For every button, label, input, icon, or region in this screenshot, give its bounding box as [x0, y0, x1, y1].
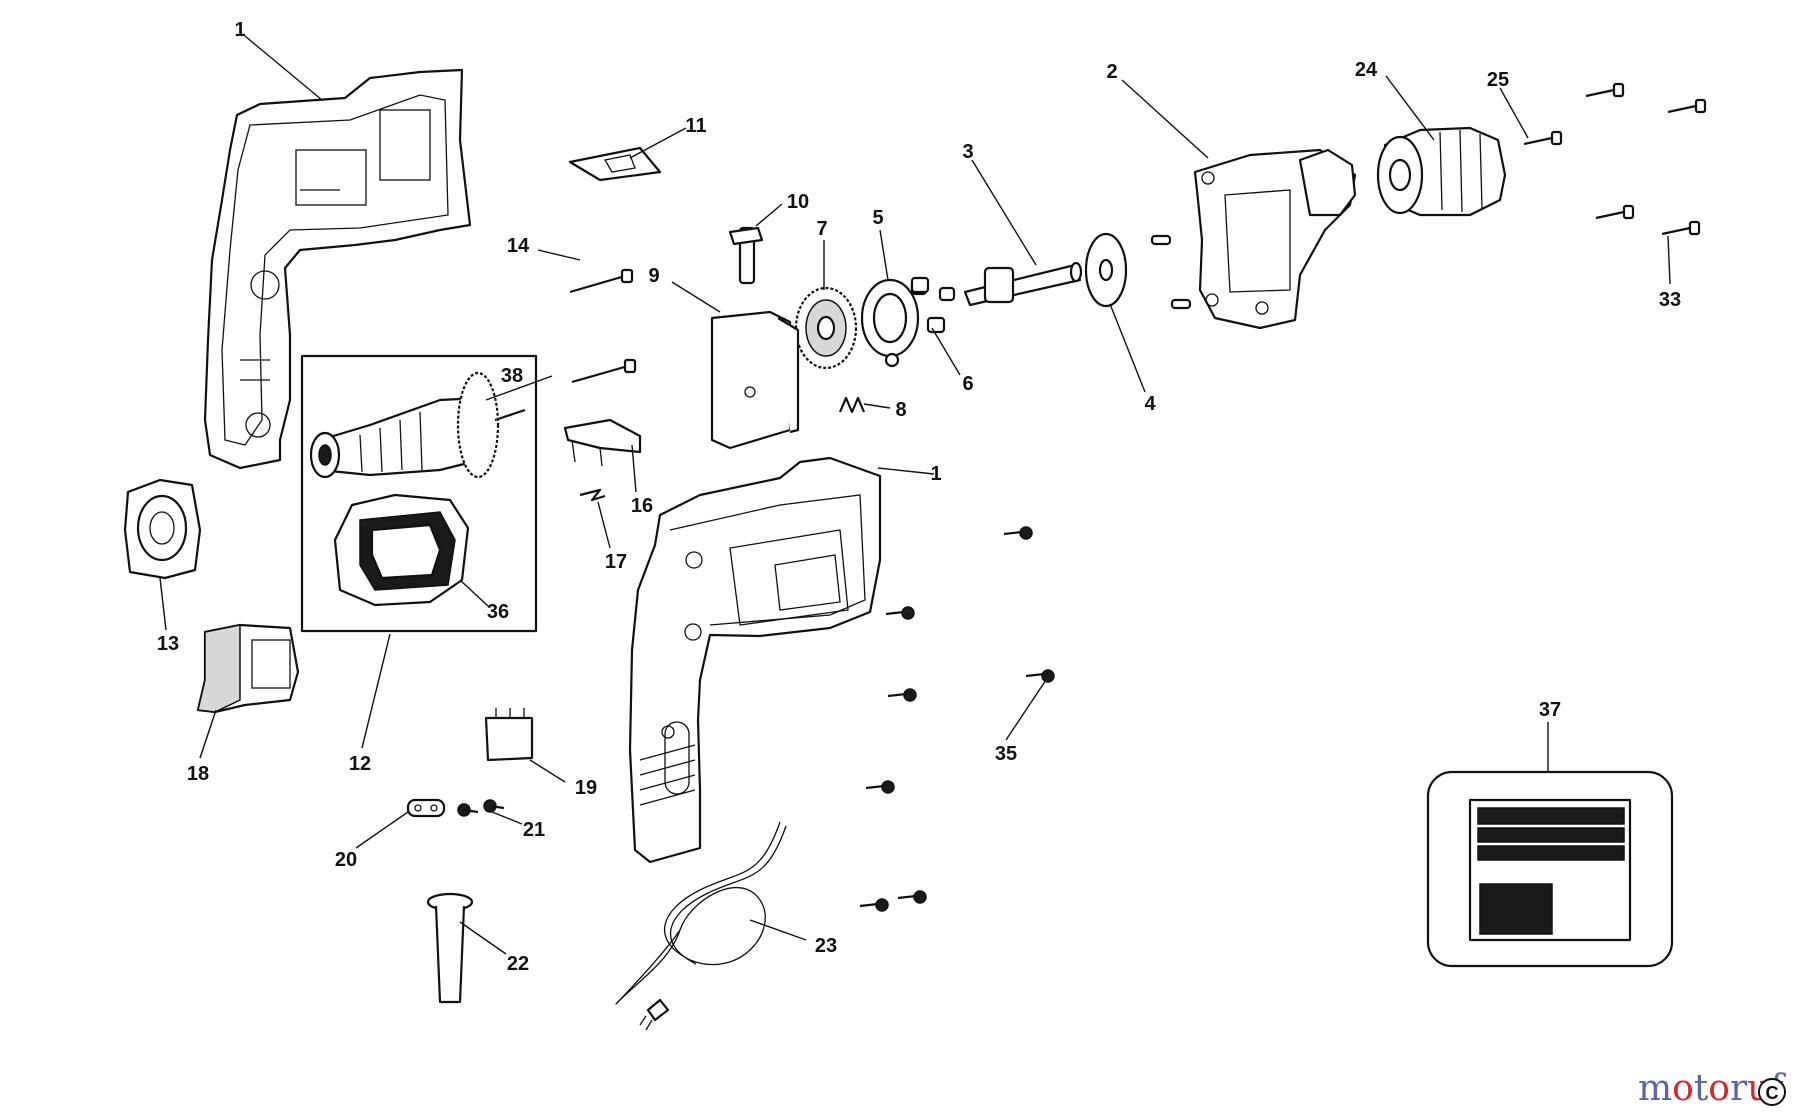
part-label-plate [1426, 770, 1674, 968]
part-label: 20 [335, 849, 357, 871]
part-brush-holder [123, 478, 202, 580]
part-label: 1 [234, 19, 245, 41]
part-label: 35 [995, 743, 1017, 765]
part-capacitor [484, 708, 534, 762]
part-label: 25 [1487, 69, 1509, 91]
part-label: 38 [501, 365, 523, 387]
part-label: 4 [1144, 393, 1156, 415]
leader-lines [159, 35, 1671, 955]
part-label: 8 [895, 399, 906, 421]
part-label: 36 [487, 601, 509, 623]
part-cover-plate [710, 310, 800, 450]
part-label: 2 [1106, 61, 1117, 83]
part-screws-25 [1523, 82, 1707, 146]
part-cord-clamp [406, 798, 446, 818]
part-long-screws [569, 268, 637, 384]
part-label: 37 [1539, 699, 1561, 721]
part-spring [838, 396, 866, 414]
part-housing-left [203, 68, 472, 470]
part-screws-35 [859, 526, 1055, 912]
part-label: 17 [605, 551, 627, 573]
part-switch-bracket [563, 418, 642, 467]
part-bearing-retainer [860, 278, 920, 368]
part-label: 22 [507, 953, 529, 975]
part-label: 11 [685, 115, 706, 137]
part-label: 14 [507, 235, 530, 257]
part-washer [1084, 232, 1128, 308]
part-power-cord [615, 821, 787, 1031]
part-label: 18 [187, 763, 209, 785]
part-label: 5 [872, 207, 883, 229]
copyright-icon [1758, 1078, 1786, 1106]
part-chuck [1376, 126, 1507, 217]
part-housing-right [628, 456, 882, 864]
part-gear-case [1193, 148, 1357, 330]
part-spring-clip [579, 488, 606, 502]
part-label: 33 [1659, 289, 1681, 311]
part-label: 21 [523, 819, 545, 841]
part-label: 1 [930, 463, 941, 485]
part-gear [794, 286, 858, 370]
part-label: 7 [816, 218, 827, 240]
part-clamp-screws [457, 799, 505, 817]
part-label: 12 [349, 753, 371, 775]
part-clip [568, 146, 662, 182]
part-label: 10 [787, 191, 809, 213]
part-trigger-switch [196, 623, 300, 714]
part-screws-33 [1595, 204, 1701, 236]
part-label: 16 [631, 495, 653, 517]
part-label: 19 [575, 777, 597, 799]
part-label: 23 [815, 935, 837, 957]
part-label: 3 [962, 141, 973, 163]
part-bushing [910, 276, 946, 334]
part-labels: 1 1 2 3 4 5 6 7 8 9 10 11 12 13 14 16 17… [157, 19, 1681, 975]
copyright-icon-glyph: C [1766, 1083, 1779, 1103]
watermark-logo: motoruf C [1638, 1068, 1786, 1109]
part-switch-lever [728, 226, 764, 285]
part-field-stator [333, 493, 470, 607]
part-label: 13 [157, 633, 179, 655]
part-cord-protector [426, 892, 474, 1004]
part-label: 24 [1355, 59, 1378, 81]
part-label: 6 [962, 373, 973, 395]
part-label: 9 [648, 265, 659, 287]
part-spindle [963, 261, 1083, 307]
